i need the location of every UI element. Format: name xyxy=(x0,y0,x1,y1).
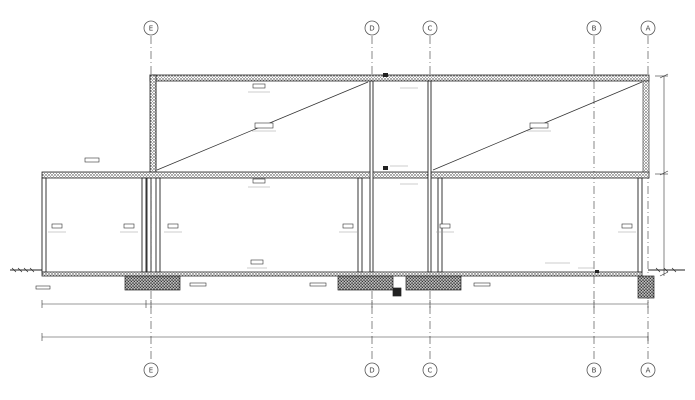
grid-bubble-e-top: E xyxy=(143,20,159,36)
grid-label: B xyxy=(592,25,597,33)
grid-label: E xyxy=(149,367,153,375)
grid-label: E xyxy=(149,25,153,33)
floor-slab-first xyxy=(41,171,650,179)
grid-label: A xyxy=(646,367,651,375)
grid-bubble-d-bottom: D xyxy=(364,362,380,378)
ground-line xyxy=(10,267,685,273)
grid-label: C xyxy=(428,25,433,33)
grid-label: C xyxy=(428,367,433,375)
diagonal-bracing xyxy=(156,81,643,171)
wall-upper-right xyxy=(642,80,650,174)
grid-bubble-b-top: B xyxy=(586,20,602,36)
ground-floor-walls xyxy=(41,80,643,273)
foundations xyxy=(124,275,655,299)
grid-bubble-d-top: D xyxy=(364,20,380,36)
level-markers xyxy=(383,73,599,273)
grid-bubble-b-bottom: B xyxy=(586,362,602,378)
vertical-dimension-right xyxy=(655,73,669,277)
grid-bubble-c-bottom: C xyxy=(422,362,438,378)
grid-label: D xyxy=(369,25,374,33)
grid-label: A xyxy=(646,25,651,33)
grid-bubbles-top: E D C B A xyxy=(143,20,656,36)
annotation-tags xyxy=(35,83,633,290)
grid-bubble-e-bottom: E xyxy=(143,362,159,378)
annotation-scribbles xyxy=(48,87,636,269)
grid-bubbles-bottom: E D C B A xyxy=(143,362,656,378)
grid-axis-lines xyxy=(150,36,649,362)
roof-slab-upper xyxy=(149,74,650,82)
horizontal-dimensions xyxy=(41,300,649,341)
floor-slab-ground xyxy=(41,271,643,277)
wall-upper-left xyxy=(149,74,157,174)
grid-bubble-a-top: A xyxy=(640,20,656,36)
grid-label: B xyxy=(592,367,597,375)
grid-label: D xyxy=(369,367,374,375)
grid-bubble-a-bottom: A xyxy=(640,362,656,378)
grid-bubble-c-top: C xyxy=(422,20,438,36)
